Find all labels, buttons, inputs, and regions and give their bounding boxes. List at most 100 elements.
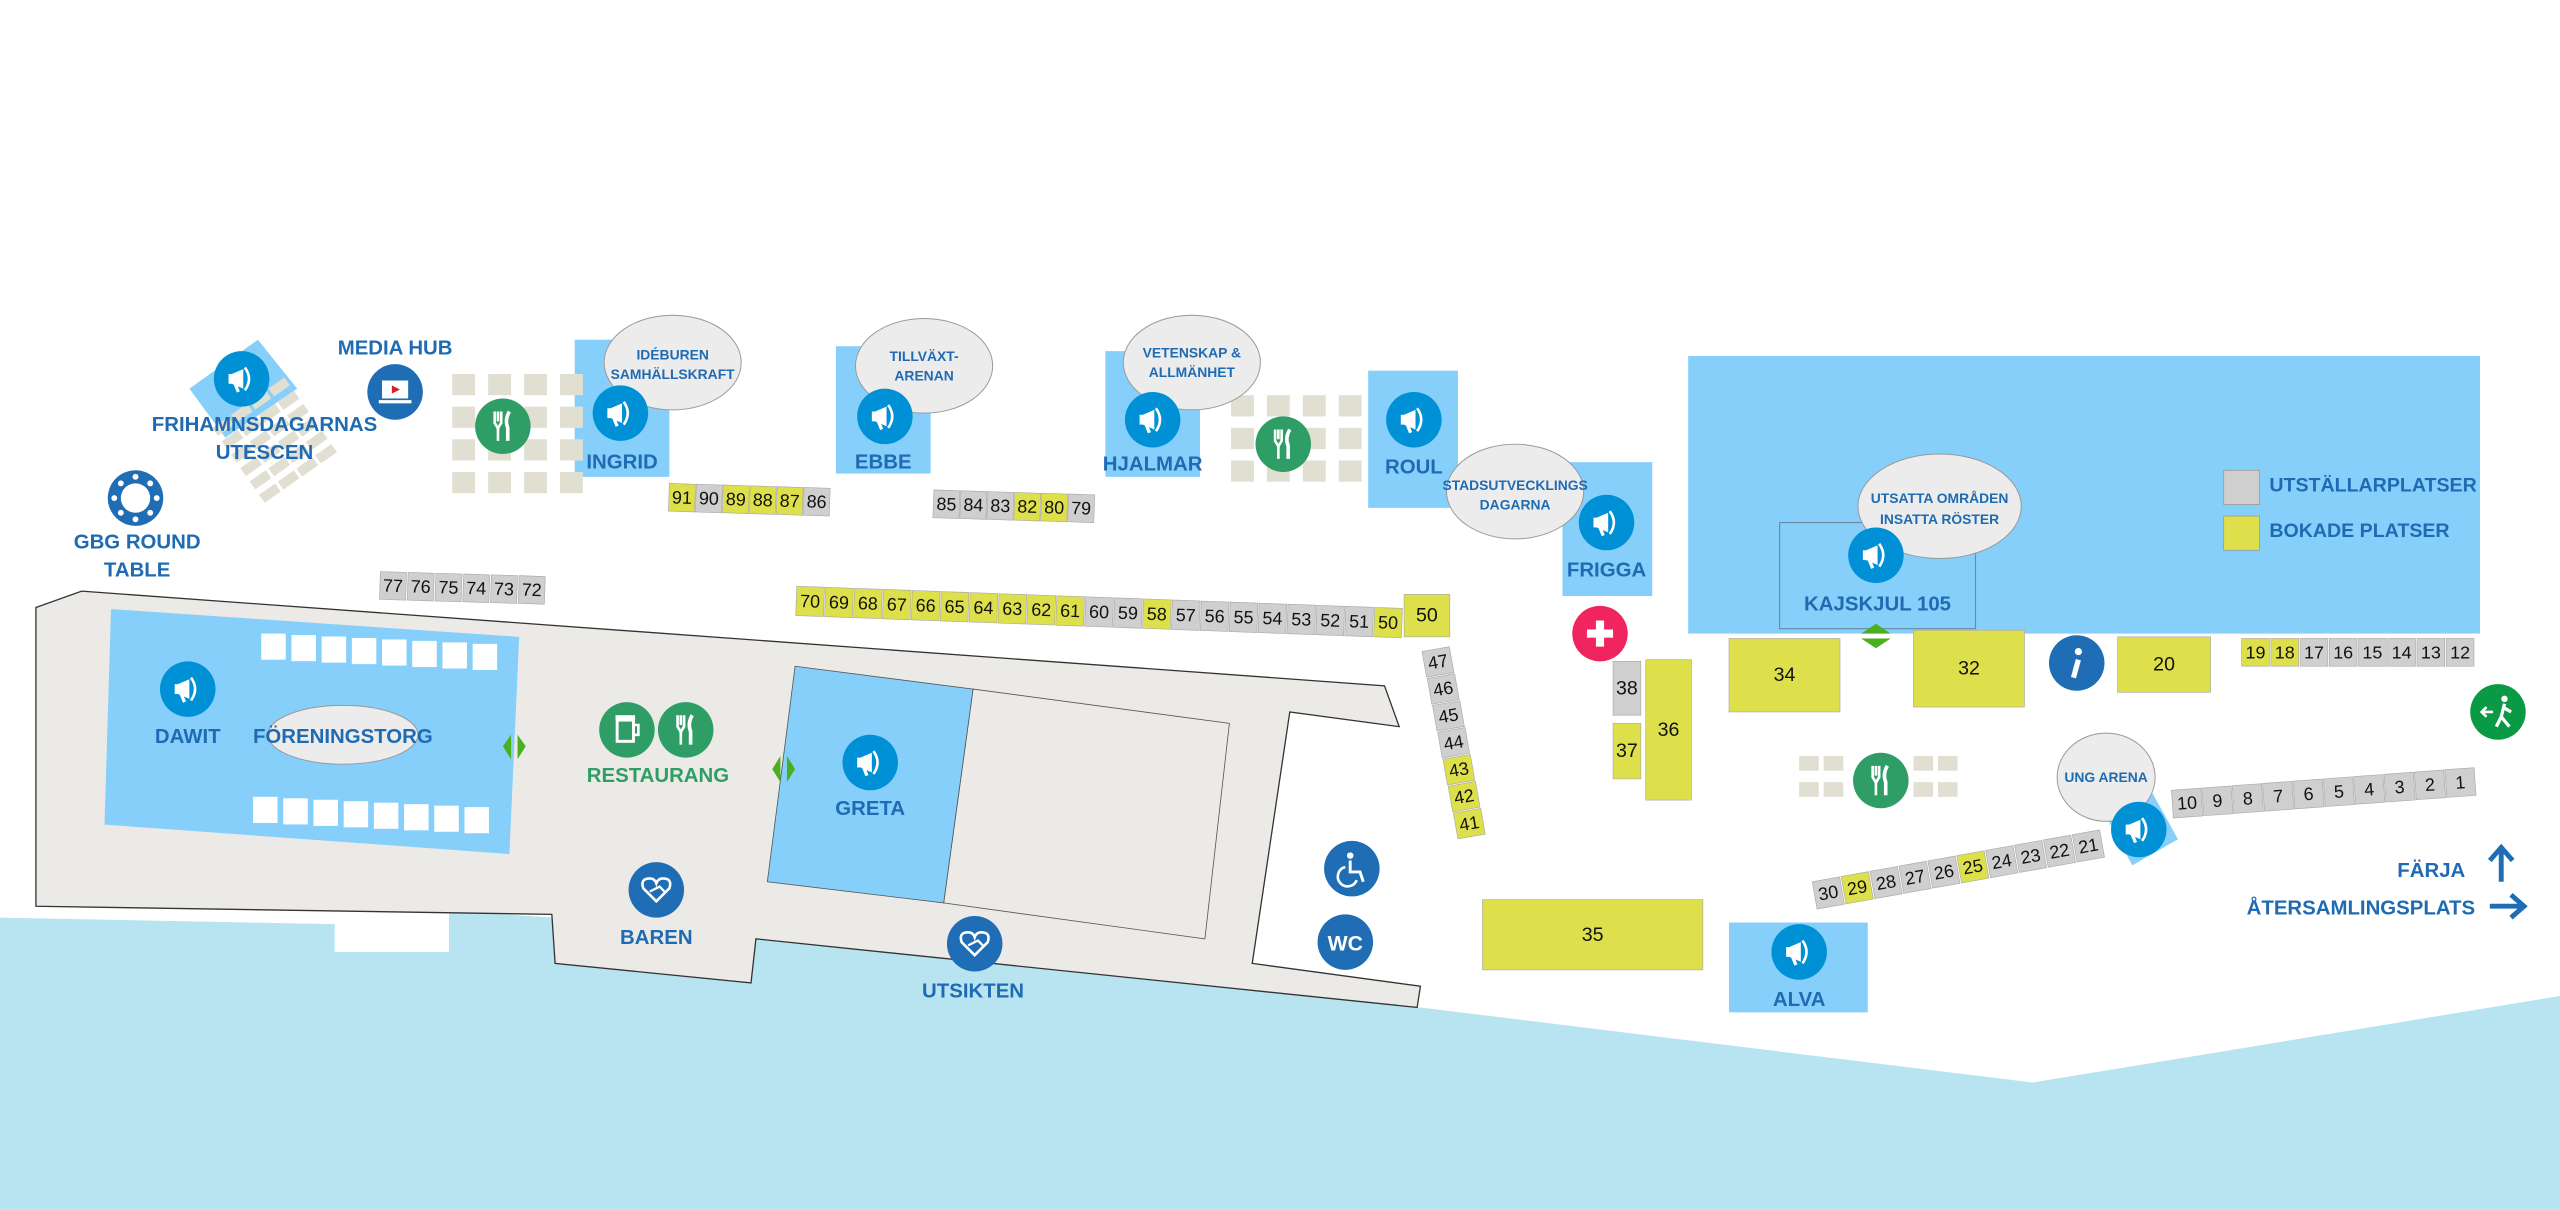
booth-35[interactable]: 35 xyxy=(1482,899,1704,971)
booth-43[interactable]: 43 xyxy=(1442,754,1476,786)
utsikten-icon[interactable] xyxy=(946,916,1003,972)
booth-50[interactable]: 50 xyxy=(1403,594,1451,638)
booth-4[interactable]: 4 xyxy=(2353,774,2386,805)
booth-10[interactable]: 10 xyxy=(2171,787,2204,819)
booth-16[interactable]: 16 xyxy=(2328,638,2358,667)
booth-90[interactable]: 90 xyxy=(695,483,723,514)
wc-icon[interactable]: WC xyxy=(1317,914,1374,970)
booth-62[interactable]: 62 xyxy=(1026,594,1056,626)
booth-1[interactable]: 1 xyxy=(2444,767,2477,798)
booth-6[interactable]: 6 xyxy=(2292,778,2325,810)
booth-17[interactable]: 17 xyxy=(2299,638,2329,667)
booth-68[interactable]: 68 xyxy=(853,588,883,620)
booth-29[interactable]: 29 xyxy=(1840,871,1874,905)
booth-59[interactable]: 59 xyxy=(1113,597,1143,629)
booth-5[interactable]: 5 xyxy=(2322,776,2355,807)
booth-26[interactable]: 26 xyxy=(1927,855,1961,889)
booth-70[interactable]: 70 xyxy=(795,585,825,617)
booth-55[interactable]: 55 xyxy=(1228,601,1259,633)
booth-14[interactable]: 14 xyxy=(2387,638,2416,667)
booth-52[interactable]: 52 xyxy=(1315,604,1345,637)
booth-72[interactable]: 72 xyxy=(517,575,546,605)
booth-89[interactable]: 89 xyxy=(721,484,750,514)
booth-21[interactable]: 21 xyxy=(2071,829,2105,863)
restaurant-icon[interactable] xyxy=(475,398,531,454)
booth-28[interactable]: 28 xyxy=(1869,866,1903,899)
booth-79[interactable]: 79 xyxy=(1067,493,1096,523)
booth-41[interactable]: 41 xyxy=(1453,807,1486,840)
booth-8[interactable]: 8 xyxy=(2231,783,2264,814)
info-icon[interactable] xyxy=(2048,635,2105,691)
booth-76[interactable]: 76 xyxy=(406,572,435,602)
booth-18[interactable]: 18 xyxy=(2270,638,2299,667)
booth-53[interactable]: 53 xyxy=(1286,603,1317,635)
booth-37[interactable]: 37 xyxy=(1612,723,1642,780)
megaphone-icon-roul[interactable] xyxy=(1386,391,1442,448)
megaphone-icon-ingrid[interactable] xyxy=(592,385,649,441)
booth-36[interactable]: 36 xyxy=(1645,659,1692,801)
booth-88[interactable]: 88 xyxy=(748,485,777,515)
megaphone-icon-frigga[interactable] xyxy=(1578,494,1635,551)
booth-54[interactable]: 54 xyxy=(1257,602,1288,634)
booth-58[interactable]: 58 xyxy=(1142,598,1172,630)
booth-57[interactable]: 57 xyxy=(1171,599,1201,631)
bar-icon[interactable] xyxy=(628,862,685,918)
booth-74[interactable]: 74 xyxy=(462,573,491,603)
booth-87[interactable]: 87 xyxy=(775,486,804,516)
booth-47[interactable]: 47 xyxy=(1421,646,1455,678)
booth-19[interactable]: 19 xyxy=(2241,638,2270,667)
booth-82[interactable]: 82 xyxy=(1013,492,1042,522)
booth-15[interactable]: 15 xyxy=(2358,638,2387,667)
booth-69[interactable]: 69 xyxy=(824,586,854,618)
booth-67[interactable]: 67 xyxy=(882,589,912,621)
booth-91[interactable]: 91 xyxy=(668,483,696,513)
megaphone-icon-frihamn[interactable] xyxy=(213,351,270,407)
booth-20[interactable]: 20 xyxy=(2117,636,2211,693)
booth-75[interactable]: 75 xyxy=(434,572,463,603)
restaurant-icon[interactable] xyxy=(657,702,714,758)
booth-42[interactable]: 42 xyxy=(1447,781,1481,813)
booth-45[interactable]: 45 xyxy=(1432,700,1465,732)
megaphone-icon-hjalmar[interactable] xyxy=(1124,391,1181,448)
booth-84[interactable]: 84 xyxy=(959,490,988,520)
booth-66[interactable]: 66 xyxy=(910,590,941,622)
booth-77[interactable]: 77 xyxy=(379,571,407,601)
booth-3[interactable]: 3 xyxy=(2383,771,2416,803)
booth-38[interactable]: 38 xyxy=(1612,661,1642,716)
megaphone-icon-alva[interactable] xyxy=(1771,924,1827,980)
booth-7[interactable]: 7 xyxy=(2262,781,2295,812)
megaphone-icon-ung-arena[interactable] xyxy=(2111,801,2167,858)
booth-46[interactable]: 46 xyxy=(1426,673,1460,705)
booth-30[interactable]: 30 xyxy=(1811,876,1845,910)
megaphone-icon-greta[interactable] xyxy=(842,734,898,791)
booth-56[interactable]: 56 xyxy=(1199,600,1230,632)
restaurant-icon[interactable] xyxy=(1255,416,1312,472)
booth-24[interactable]: 24 xyxy=(1985,845,2019,879)
booth-22[interactable]: 22 xyxy=(2043,834,2076,868)
megaphone-icon-dawit[interactable] xyxy=(160,661,216,717)
booth-2[interactable]: 2 xyxy=(2414,769,2446,801)
booth-25[interactable]: 25 xyxy=(1956,850,1990,884)
booth-23[interactable]: 23 xyxy=(2014,839,2048,873)
megaphone-icon-kajskjul[interactable] xyxy=(1848,527,1904,583)
beer-icon[interactable] xyxy=(599,702,655,758)
booth-32[interactable]: 32 xyxy=(1913,629,2025,708)
booth-63[interactable]: 63 xyxy=(997,593,1028,625)
booth-61[interactable]: 61 xyxy=(1055,595,1085,627)
booth-9[interactable]: 9 xyxy=(2201,785,2234,817)
booth-85[interactable]: 85 xyxy=(932,489,961,519)
booth-51[interactable]: 51 xyxy=(1344,606,1374,638)
booth-64[interactable]: 64 xyxy=(968,592,999,624)
booth-12[interactable]: 12 xyxy=(2445,638,2475,667)
booth-65[interactable]: 65 xyxy=(939,591,970,623)
booth-73[interactable]: 73 xyxy=(490,574,518,604)
restaurant-icon[interactable] xyxy=(1853,752,1909,809)
booth-27[interactable]: 27 xyxy=(1898,860,1932,894)
booth-80[interactable]: 80 xyxy=(1040,492,1069,523)
megaphone-icon-ebbe[interactable] xyxy=(857,388,913,445)
booth-34[interactable]: 34 xyxy=(1728,638,1841,713)
booth-13[interactable]: 13 xyxy=(2416,638,2446,667)
booth-44[interactable]: 44 xyxy=(1437,727,1470,759)
booth-60[interactable]: 60 xyxy=(1084,596,1114,628)
booth-50[interactable]: 50 xyxy=(1373,607,1403,639)
